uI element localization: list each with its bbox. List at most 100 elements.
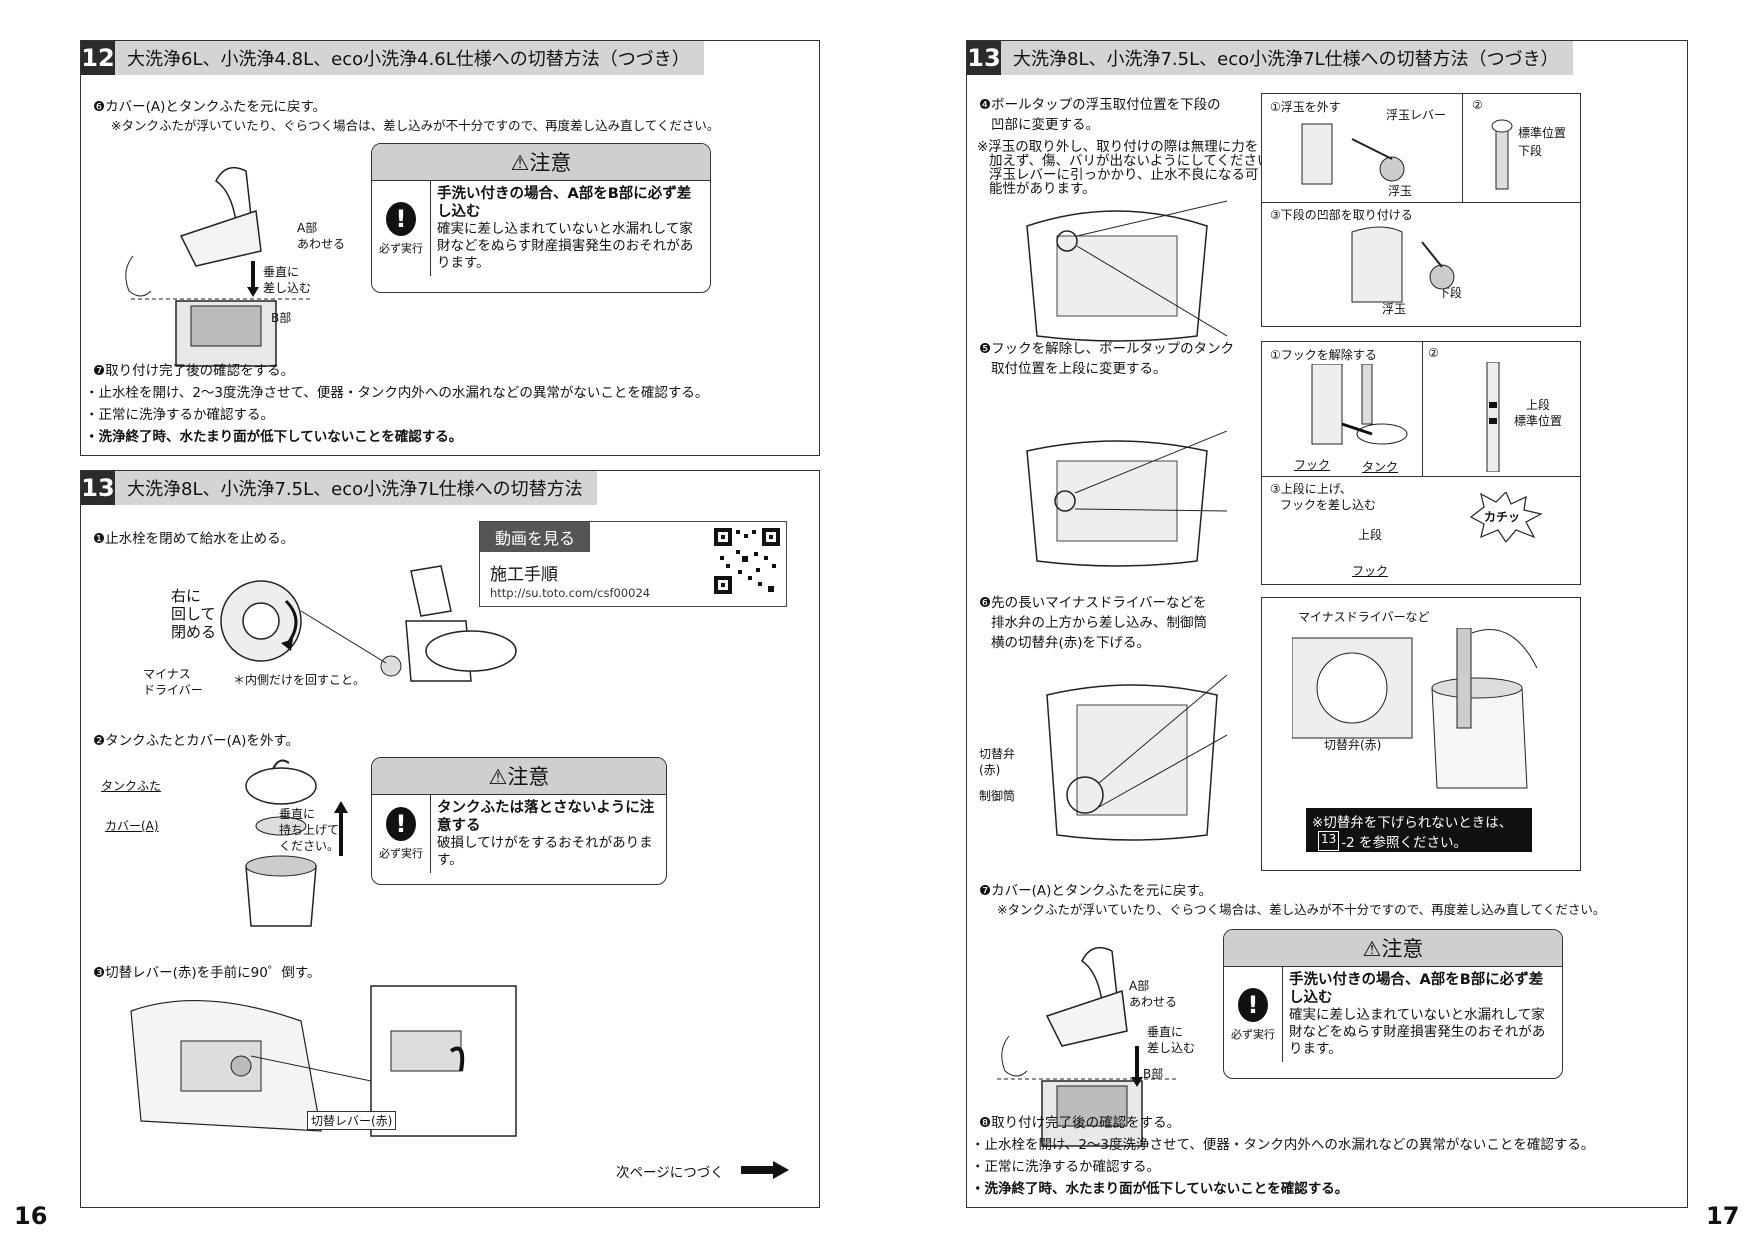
sec12-warning-sub: 確実に差し込まれていないと水漏れして家財などをぬらす財産損害発生のおそれがありま… (437, 221, 694, 271)
step4-figure-box: ①浮玉を外す 浮玉レバー ② 標準位置 下段 浮玉 ③下段の凹部を取り付ける 浮… (1261, 93, 1581, 327)
sec12-label-insert: 差し込む (263, 281, 312, 295)
section-13-panel: 13 大洗浄8L、小洗浄7.5L、eco小洗浄7L仕様への切替方法 ❶止水栓を閉… (80, 470, 820, 1208)
continue-label[interactable]: 次ページにつづく (616, 1165, 724, 1181)
fig7-b-part: B部 (1143, 1067, 1164, 1081)
step6-line3: 横の切替弁(赤)を下げる。 (991, 635, 1151, 651)
step8: ❽取り付け完了後の確認をする。 (979, 1115, 1181, 1131)
fig6-driver: マイナスドライバーなど (1298, 610, 1430, 624)
fig5-hook2: フック (1352, 564, 1389, 578)
fig2-label-cover: カバー(A) (105, 819, 159, 833)
step5-figure-box: ①フックを解除する ② 上段 標準位置 フック タンク ③上段に上げ、 フックを… (1261, 341, 1581, 585)
page-number-right: 17 (1706, 1202, 1740, 1230)
step7-warning-sub: 確実に差し込まれていないと水漏れして家財などをぬらす財産損害発生のおそれがありま… (1289, 1007, 1546, 1057)
sec12-step7: ❼取り付け完了後の確認をする。 (93, 363, 295, 379)
fig7-vertical: 垂直に (1147, 1025, 1184, 1039)
step7-warning-main: 手洗い付きの場合、A部をB部に必ず差し込む (1289, 972, 1544, 1006)
fig4-float2: 浮玉 (1382, 302, 1407, 316)
tank-rail-icon (1486, 362, 1500, 472)
step4-note1: ※浮玉の取り外し、取り付けの際は無理に力を (977, 139, 1259, 155)
video-header[interactable]: 動画を見る (480, 522, 590, 552)
arrow-right-icon[interactable] (741, 1161, 789, 1179)
step4-line1: ❹ボールタップの浮玉取付位置を下段の (979, 97, 1221, 113)
fig2-label-v1: 垂直に (279, 807, 316, 821)
video-url[interactable]: http://su.toto.com/csf00024 (490, 586, 651, 600)
fig5-std: 標準位置 (1514, 414, 1563, 428)
section-12-header: 12 大洗浄6L、小洗浄4.8L、eco小洗浄4.6L仕様への切替方法（つづき） (81, 41, 704, 75)
step8-check3: ・洗浄終了時、水たまり面が低下していないことを確認する。 (971, 1181, 1349, 1197)
fig5-upper: 上段 (1526, 398, 1551, 412)
section-13-title: 大洗浄8L、小洗浄7.5L、eco小洗浄7L仕様への切替方法 (127, 479, 583, 500)
fig1-turn-label-1: 右に (171, 587, 202, 605)
fig5-s3b: フックを差し込む (1280, 498, 1377, 512)
sec13-step1: ❶止水栓を閉めて給水を止める。 (93, 531, 295, 547)
section-13-continued-panel: 13 大洗浄8L、小洗浄7.5L、eco小洗浄7L仕様への切替方法（つづき） ❹… (966, 40, 1688, 1208)
fig6-note2-num: 13 (1318, 831, 1340, 851)
video-box[interactable]: 動画を見る 施工手順 http://su.toto.com/csf00024 (479, 521, 787, 607)
float-position-icon (1491, 119, 1513, 190)
fig2-label-v3: ください。 (279, 839, 340, 853)
step6-line2: 排水弁の上方から差し込み、制御筒 (991, 615, 1207, 631)
fig4-lower: 下段 (1518, 144, 1543, 158)
fig1-driver-label-1: マイナス (143, 667, 191, 681)
section-13-continued-title: 大洗浄8L、小洗浄7.5L、eco小洗浄7L仕様への切替方法（つづき） (1013, 49, 1559, 70)
fig1-turn-label-3: 閉める (171, 623, 217, 641)
section-12-title: 大洗浄6L、小洗浄4.8L、eco小洗浄4.6L仕様への切替方法（つづき） (127, 49, 690, 70)
fig7-align: あわせる (1129, 995, 1178, 1009)
fig4-lower2: 下段 (1438, 286, 1463, 300)
sec12-label-a-part: A部 (297, 221, 318, 235)
fig4-s2: ② (1472, 98, 1483, 112)
section-13-header: 13 大洗浄8L、小洗浄7.5L、eco小洗浄7L仕様への切替方法 (81, 471, 597, 505)
sec13-step2: ❷タンクふたとカバー(A)を外す。 (93, 733, 300, 749)
step8-check1: ・止水栓を開け、2〜3度洗浄させて、便器・タンク内外への水漏れなどの異常がないこ… (971, 1137, 1595, 1153)
section-13-number: 13 (81, 471, 115, 505)
step5-line1: ❺フックを解除し、ボールタップのタンク (979, 341, 1235, 357)
sec12-must-do-label: 必ず実行 (379, 241, 423, 255)
fig5-upper2: 上段 (1358, 528, 1383, 542)
video-title: 施工手順 (490, 565, 558, 585)
step4-note3: 浮玉レバーに引っかかり、止水不良になる可 (989, 167, 1259, 183)
step7-warning-box: ⚠注意 ! 必ず実行 手洗い付きの場合、A部をB部に必ず差し込む 確実に差し込ま… (1223, 929, 1563, 1079)
exclamation-icon: ! (1238, 987, 1268, 1022)
step7-warning-title: ⚠注意 (1224, 930, 1562, 967)
sec13-warning-main-left: タンクふたは落とさないように注意する (437, 800, 655, 834)
tank-illustration-step6 (1046, 675, 1227, 841)
step6-figure-box: マイナスドライバーなど 切替弁(赤) ※切替弁を下げられないときは、 13 -2… (1261, 597, 1581, 871)
sec13-must-do-label-left: 必ず実行 (379, 847, 423, 860)
step7: ❼カバー(A)とタンクふたを元に戻す。 (979, 883, 1213, 899)
sec12-warning-title: ⚠注意 (372, 144, 710, 181)
exclamation-icon: ! (386, 807, 416, 841)
stop-valve-illustration (220, 565, 517, 682)
cover-illustration-step7 (997, 946, 1177, 1147)
fig1-driver-label-2: ドライバー (143, 683, 203, 697)
fig4-lever: 浮玉レバー (1386, 108, 1447, 122)
section-12-number: 12 (81, 41, 115, 75)
sec13-warning-title-left: ⚠注意 (372, 758, 666, 795)
sec13-warning-box-left: ⚠注意 ! 必ず実行 タンクふたは落とさないように注意する 破損してけがをするお… (371, 757, 667, 885)
fig5-s3a: ③上段に上げ、 (1270, 482, 1352, 496)
sec12-step6: ❻カバー(A)とタンクふたを元に戻す。 (93, 99, 327, 115)
page-number-left: 16 (14, 1202, 48, 1230)
step6-line1: ❻先の長いマイナスドライバーなどを (979, 595, 1207, 611)
sec12-warning-box: ⚠注意 ! 必ず実行 手洗い付きの場合、A部をB部に必ず差し込む 確実に差し込ま… (371, 143, 711, 293)
step8-check2: ・正常に洗浄するか確認する。 (971, 1159, 1160, 1175)
sec13-step3: ❸切替レバー(赤)を手前に90゜倒す。 (93, 965, 321, 981)
fig6-valve2: (赤) (979, 763, 1001, 777)
sec12-check1: ・止水栓を開け、2〜3度洗浄させて、便器・タンク内外への水漏れなどの異常がないこ… (85, 385, 709, 401)
fig2-label-lid: タンクふた (101, 779, 162, 793)
step4-note2: 加えず、傷、バリが出ないようにしてください。 (989, 153, 1284, 169)
hook-release-icon (1311, 364, 1408, 445)
drain-valve-icon (1292, 628, 1538, 789)
fig5-s1: ①フックを解除する (1270, 348, 1377, 362)
fig7-insert: 差し込む (1147, 1041, 1196, 1055)
section-12-panel: 12 大洗浄6L、小洗浄4.8L、eco小洗浄4.6L仕様への切替方法（つづき）… (80, 40, 820, 456)
sec12-step6-note: ※タンクふたが浮いていたり、ぐらつく場合は、差し込みが不十分ですので、再度差し込… (111, 118, 720, 133)
fig4-float: 浮玉 (1388, 184, 1413, 198)
step4-note4: 能性があります。 (989, 181, 1096, 197)
fig6-note1: ※切替弁を下げられないときは、 (1312, 815, 1513, 831)
section-13-continued-header: 13 大洗浄8L、小洗浄7.5L、eco小洗浄7L仕様への切替方法（つづき） (967, 41, 1573, 75)
click-burst-icon (1469, 492, 1543, 542)
fig5-s2: ② (1428, 346, 1439, 360)
qr-code-icon[interactable] (712, 526, 782, 596)
fig6-valve-red: 切替弁(赤) (1324, 738, 1382, 752)
fig4-std: 標準位置 (1518, 126, 1567, 140)
